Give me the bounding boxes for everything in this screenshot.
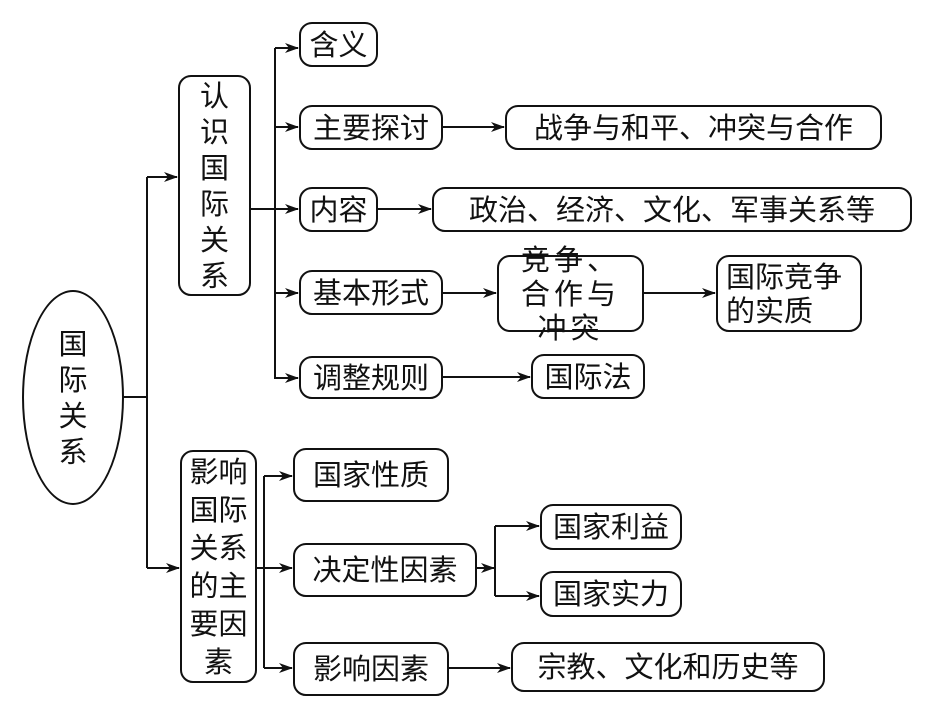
root-node: 国际关系: [22, 290, 124, 505]
meaning-node: 含义: [299, 22, 378, 67]
branch2-node: 影响国际关系的主要因素: [180, 450, 257, 683]
nature-node: 国家性质: [293, 448, 449, 502]
decisive-node: 决定性因素: [293, 543, 477, 597]
influence-detail-node: 宗教、文化和历史等: [511, 642, 825, 692]
content-detail-node: 政治、经济、文化、军事关系等: [432, 187, 912, 232]
branch1-node: 认识国际关系: [178, 75, 251, 296]
rules-node: 调整规则: [299, 356, 443, 399]
content-node: 内容: [299, 187, 378, 232]
forms-detail-node: 竞争、合作与冲突: [497, 243, 644, 345]
strength-node: 国家实力: [540, 571, 682, 617]
topics-detail-node: 战争与和平、冲突与合作: [505, 105, 882, 150]
interest-node: 国家利益: [540, 504, 682, 550]
topics-node: 主要探讨: [299, 105, 443, 150]
influence-node: 影响因素: [293, 642, 449, 696]
rules-detail-node: 国际法: [531, 354, 645, 399]
forms-node: 基本形式: [299, 270, 443, 315]
root-trunk: [123, 177, 148, 568]
branch2-trunk: [257, 476, 265, 668]
forms-essence-node: 国际竞争的实质: [716, 255, 862, 332]
branch1-trunk: [251, 48, 276, 379]
